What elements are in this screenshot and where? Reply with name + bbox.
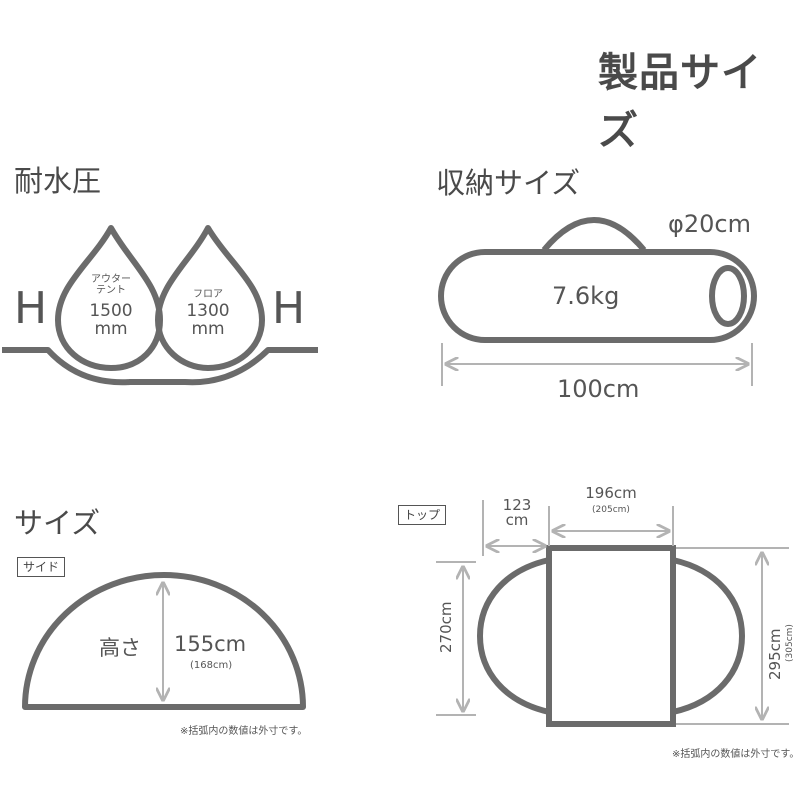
outer-tent-number: 1500 <box>89 301 133 321</box>
outer-tent-label-line1: アウター <box>91 274 131 285</box>
right-height-outer-value: (305cm) <box>785 624 795 662</box>
inner-width-outer-value: (205cm) <box>592 505 630 515</box>
vestibule-width: 123 cm <box>490 498 544 528</box>
bag-diameter-label: φ20cm <box>668 210 751 238</box>
water-pressure-heading: 耐水圧 <box>14 164 102 198</box>
h-left-label: H <box>14 283 48 334</box>
outer-tent-label: アウター テント <box>76 274 146 296</box>
outer-tent-value: 1500 mm <box>76 302 146 338</box>
top-footnote: ※括弧内の数値は外寸です。 <box>672 749 800 760</box>
top-view-seams <box>547 566 675 706</box>
size-heading: サイズ <box>14 506 101 540</box>
left-height-value: 270cm <box>437 601 455 654</box>
bag-end <box>709 265 747 327</box>
storage-bag <box>438 217 757 343</box>
top-view-dimensions <box>436 500 789 725</box>
floor-drop <box>155 225 265 371</box>
vestibule-width-unit: cm <box>505 511 529 529</box>
outer-tent-drop <box>55 225 163 371</box>
right-height-value: 295cm <box>766 628 784 681</box>
bag-length-label: 100cm <box>557 375 640 403</box>
side-footnote: ※括弧内の数値は外寸です。 <box>180 726 308 737</box>
vestibule-width-number: 123 <box>502 496 532 514</box>
height-value: 155cm <box>174 632 247 656</box>
side-view-tag: サイド <box>17 557 66 577</box>
side-dome <box>22 572 306 710</box>
water-pressure-drops <box>2 225 318 386</box>
floor-unit: mm <box>191 319 225 339</box>
height-label: 高さ <box>99 636 141 660</box>
bag-handle <box>541 217 647 252</box>
h-right-label: H <box>272 283 306 334</box>
top-view-tag: トップ <box>398 505 447 525</box>
ground-line <box>2 347 318 386</box>
bag-length-dimension <box>441 343 753 386</box>
top-view-outline <box>476 545 746 727</box>
outer-tent-label-line2: テント <box>96 285 126 296</box>
bag-body <box>438 249 757 343</box>
floor-label: フロア <box>193 289 223 300</box>
outer-tent-unit: mm <box>94 319 128 339</box>
bag-weight-label: 7.6kg <box>552 282 620 310</box>
floor-value: 1300 mm <box>173 302 243 338</box>
page-title: 製品サイズ <box>598 50 762 154</box>
floor-number: 1300 <box>186 301 230 321</box>
storage-size-heading: 収納サイズ <box>436 166 581 200</box>
inner-width-value: 196cm <box>585 484 637 502</box>
height-outer-value: (168cm) <box>190 660 233 671</box>
